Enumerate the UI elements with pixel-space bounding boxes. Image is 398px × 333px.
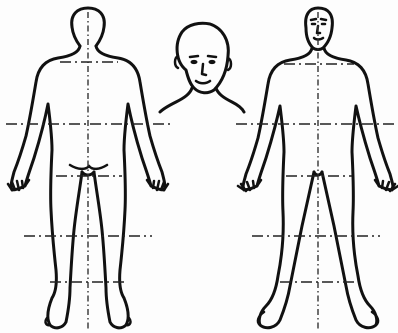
face-neck-left bbox=[160, 88, 192, 112]
front-eyebrows bbox=[311, 19, 326, 20]
back-view-figure bbox=[6, 8, 170, 330]
face-nose bbox=[202, 64, 206, 75]
face-left-eye bbox=[191, 60, 197, 63]
face-left-ear bbox=[175, 56, 178, 68]
face-right-eye bbox=[209, 60, 215, 63]
face-neck-right bbox=[216, 88, 244, 112]
face-right-eyebrow bbox=[208, 56, 216, 57]
face-left-eyebrow bbox=[190, 56, 198, 57]
face-mouth bbox=[196, 81, 210, 83]
back-neck-left bbox=[72, 27, 80, 46]
front-view-figure bbox=[236, 8, 398, 330]
face-view-figure bbox=[160, 23, 244, 112]
front-head bbox=[306, 8, 333, 50]
